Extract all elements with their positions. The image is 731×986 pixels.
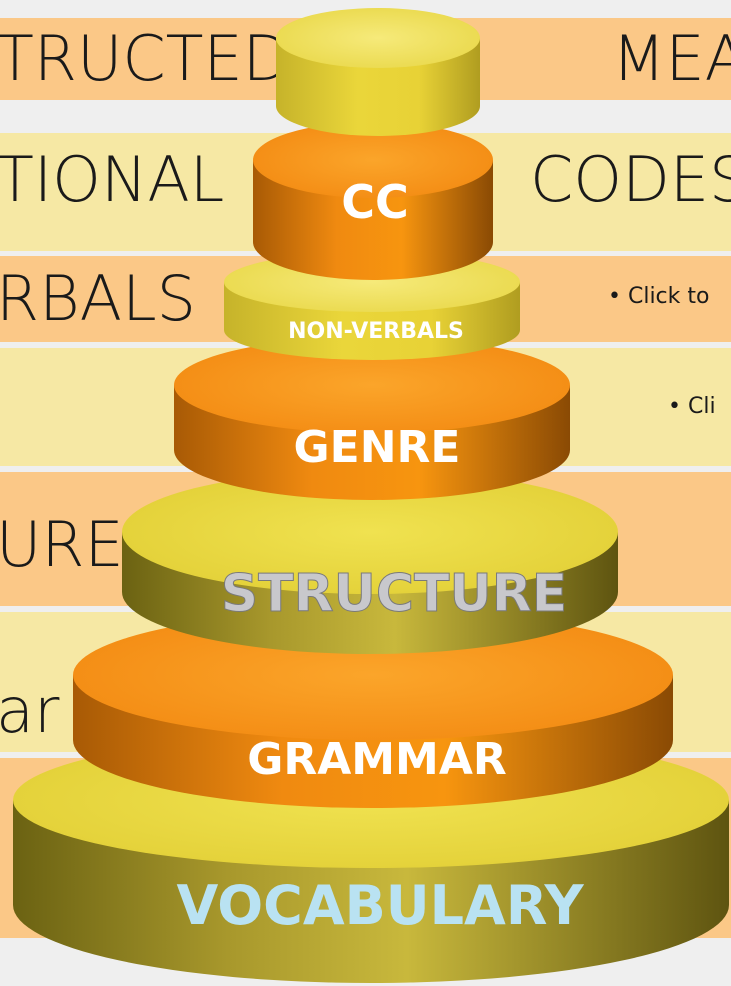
band-conventional-text: TIONAL bbox=[0, 143, 225, 216]
band-nonverbals-text: RBALS bbox=[0, 262, 196, 335]
tier-structure[interactable]: STRUCTURE bbox=[122, 470, 618, 654]
tier-cc-label: CC bbox=[341, 175, 409, 229]
band-grammar-text: ar bbox=[0, 674, 60, 747]
tier-structure-label: STRUCTURE bbox=[221, 564, 568, 624]
tier-cc[interactable]: CC bbox=[253, 122, 493, 280]
band-constructed-text: TRUCTED bbox=[0, 22, 291, 95]
tier-grammar[interactable]: GRAMMAR bbox=[73, 610, 673, 808]
tier-vocabulary-label: VOCABULARY bbox=[176, 874, 584, 937]
click-hint-1[interactable]: • Click to bbox=[608, 284, 710, 309]
tier-genre-label: GENRE bbox=[294, 422, 461, 473]
meaning-text: MEA bbox=[612, 22, 731, 95]
codes-text: CODES bbox=[530, 143, 731, 216]
click-hint-2[interactable]: • Cli bbox=[668, 394, 716, 419]
band-structure-text: URE bbox=[0, 508, 124, 581]
tier-top-cap[interactable] bbox=[276, 8, 480, 136]
tier-genre[interactable]: GENRE bbox=[174, 337, 570, 500]
tier-grammar-label: GRAMMAR bbox=[247, 734, 507, 785]
tier-non-verbals-label: NON-VERBALS bbox=[288, 319, 464, 344]
